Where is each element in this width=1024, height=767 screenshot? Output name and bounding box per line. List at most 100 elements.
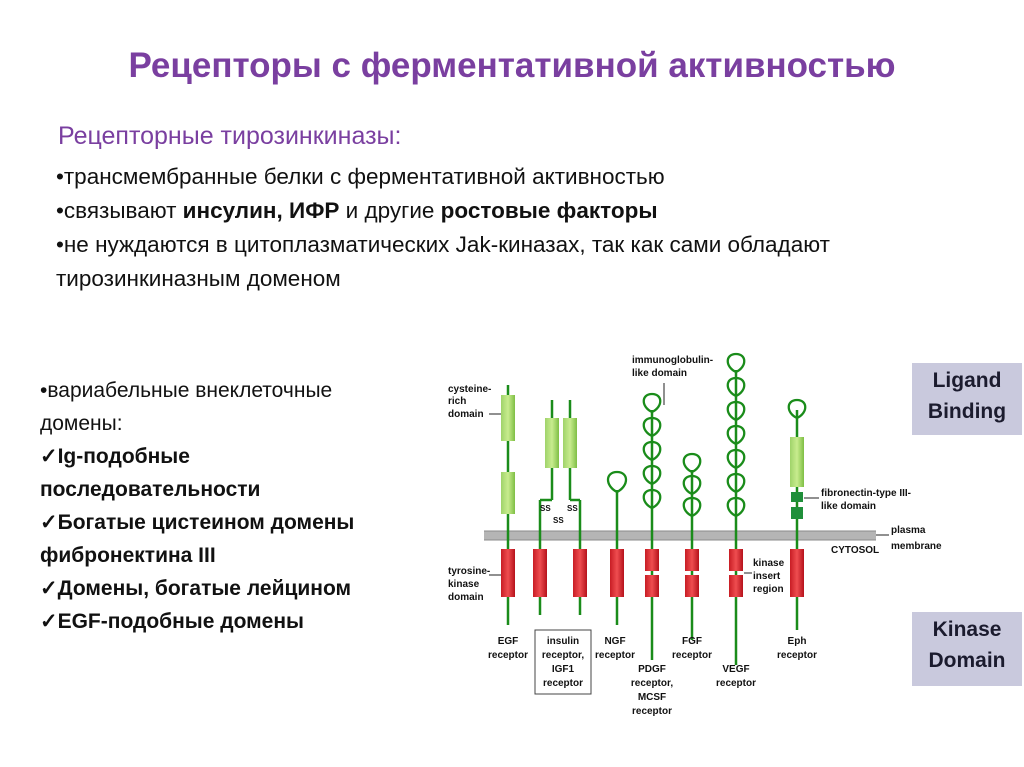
- egf-kinase-domain: [501, 549, 515, 597]
- list-item-ig-2: последовательности: [40, 478, 261, 501]
- pdgf-ig-loop-5: [642, 488, 662, 510]
- label-ss-3: SS: [553, 516, 564, 525]
- slide-title: Рецепторы с ферментативной активностью: [128, 46, 896, 85]
- label-kinase-insert-3: region: [753, 584, 784, 595]
- label-egf-1: EGF: [498, 636, 519, 647]
- label-fibro-1: fibronectin-type III-: [821, 488, 911, 499]
- label-fibro-2: like domain: [821, 501, 876, 512]
- label-eph-1: Eph: [788, 636, 807, 647]
- eph-kinase-domain: [790, 549, 804, 597]
- label-fgf-2: receptor: [672, 650, 712, 661]
- label-pdgf-3: MCSF: [638, 692, 666, 703]
- fgf-kinase-domain-lower: [685, 575, 699, 597]
- ligand-binding-label-2: Binding: [927, 400, 1007, 423]
- fgf-ig-loop-1: [682, 452, 702, 474]
- bullet-jak-line2: тирозинкиназным доменом: [56, 266, 341, 291]
- label-immuno-2: like domain: [632, 368, 687, 379]
- label-fgf-1: FGF: [682, 636, 702, 647]
- bullet-binding-mid: и другие: [339, 198, 441, 223]
- eph-fibronectin-domain-1: [791, 492, 803, 502]
- fgf-ig-loop-2: [682, 474, 702, 496]
- ngf-ig-loop: [606, 470, 628, 494]
- ligand-binding-label-1: Ligand: [932, 369, 1002, 392]
- insulin-cysteine-domain-left: [545, 418, 559, 468]
- label-cytosol: CYTOSOL: [831, 545, 879, 556]
- label-eph-2: receptor: [777, 650, 817, 661]
- label-ins-2: receptor,: [542, 650, 584, 661]
- label-tyrosine-2: kinase: [448, 579, 480, 590]
- label-vegf-1: VEGF: [722, 664, 749, 675]
- label-cysteine-3: domain: [448, 409, 484, 420]
- bullet-binding-insulin: инсулин, ИФР: [182, 198, 340, 223]
- plasma-membrane: [484, 531, 876, 540]
- kinase-domain-label-1: Kinase: [932, 618, 1002, 641]
- vegf-kinase-domain-lower: [729, 575, 743, 597]
- kinase-domain-label-2: Domain: [928, 649, 1006, 672]
- list-item-cysteine-2: фибронектина III: [40, 544, 216, 567]
- vegf-ig-loop-2: [726, 376, 746, 398]
- label-tyrosine-3: domain: [448, 592, 484, 603]
- list-item-ig: ✓Ig-подобные: [40, 445, 190, 468]
- ngf-kinase-domain: [610, 549, 624, 597]
- list-item-egf: ✓EGF-подобные домены: [40, 610, 304, 633]
- list-item-cysteine: ✓Богатые цистеином домены: [40, 511, 355, 534]
- vegf-ig-loop-6: [726, 472, 746, 494]
- bullet-binding-growth: ростовые факторы: [440, 198, 658, 223]
- vegf-ig-loop-4: [726, 424, 746, 446]
- vegf-ig-loop-1: [726, 352, 746, 374]
- vegf-kinase-domain-upper: [729, 549, 743, 571]
- label-plasma-2: membrane: [891, 541, 942, 552]
- label-ins-4: receptor: [543, 678, 583, 689]
- pdgf-kinase-domain-upper: [645, 549, 659, 571]
- pdgf-kinase-domain-lower: [645, 575, 659, 597]
- label-vegf-2: receptor: [716, 678, 756, 689]
- label-cysteine-2: rich: [448, 396, 466, 407]
- extracellular-domain-list: •вариабельные внеклеточные домены: ✓Ig-п…: [40, 374, 430, 638]
- label-pdgf-2: receptor,: [631, 678, 673, 689]
- bullet-transmembrane: •трансмембранные белки с ферментативной …: [56, 164, 665, 189]
- label-ins-1: insulin: [547, 636, 579, 647]
- label-ngf-2: receptor: [595, 650, 635, 661]
- list-item-leucine: ✓Домены, богатые лейцином: [40, 577, 352, 600]
- label-pdgf-4: receptor: [632, 706, 672, 717]
- ligand-binding-box: Ligand Binding: [912, 363, 1022, 435]
- vegf-ig-loop-7: [726, 496, 746, 518]
- bullet-binding: •связывают инсулин, ИФР и другие ростовы…: [56, 194, 996, 228]
- fgf-kinase-domain-upper: [685, 549, 699, 571]
- pdgf-ig-loop-1: [642, 392, 662, 414]
- egf-cysteine-domain-2: [501, 472, 515, 514]
- label-tyrosine-1: tyrosine-: [448, 566, 490, 577]
- insulin-kinase-domain-left: [533, 549, 547, 597]
- slide-subtitle: Рецепторные тирозинкиназы:: [58, 122, 402, 150]
- bullet-list: •трансмембранные белки с ферментативной …: [56, 160, 996, 296]
- kinase-domain-box: Kinase Domain: [912, 612, 1022, 686]
- egf-cysteine-domain-1: [501, 395, 515, 441]
- eph-ig-loop: [787, 398, 807, 420]
- label-ngf-1: NGF: [604, 636, 625, 647]
- label-pdgf-1: PDGF: [638, 664, 666, 675]
- label-kinase-insert-1: kinase: [753, 558, 785, 569]
- list-intro-2: домены:: [40, 412, 123, 435]
- label-ss-1: SS: [540, 504, 551, 513]
- eph-cysteine-domain: [790, 437, 804, 487]
- vegf-ig-loop-5: [726, 448, 746, 470]
- eph-fibronectin-domain-2: [791, 507, 803, 519]
- insulin-cysteine-domain-right: [563, 418, 577, 468]
- vegf-ig-loop-3: [726, 400, 746, 422]
- label-immuno-1: immunoglobulin-: [632, 355, 713, 366]
- label-ins-3: IGF1: [552, 664, 575, 675]
- label-egf-2: receptor: [488, 650, 528, 661]
- bullet-binding-pre: •связывают: [56, 198, 183, 223]
- pdgf-ig-loop-2: [642, 416, 662, 438]
- insulin-kinase-domain-right: [573, 549, 587, 597]
- insulin-receptor-bracket: [534, 629, 592, 695]
- label-ss-2: SS: [567, 504, 578, 513]
- label-plasma-1: plasma: [891, 525, 926, 536]
- pdgf-ig-loop-4: [642, 464, 662, 486]
- label-kinase-insert-2: insert: [753, 571, 781, 582]
- fgf-ig-loop-3: [682, 496, 702, 518]
- bullet-jak-line1: •не нуждаются в цитоплазматических Jak-к…: [56, 232, 830, 257]
- label-cysteine-1: cysteine-: [448, 384, 491, 395]
- pdgf-ig-loop-3: [642, 440, 662, 462]
